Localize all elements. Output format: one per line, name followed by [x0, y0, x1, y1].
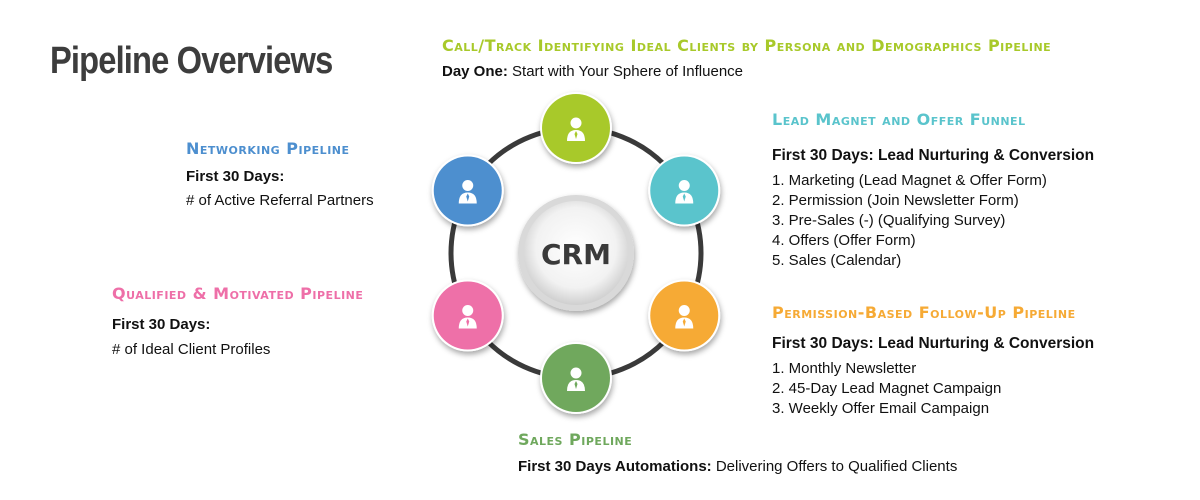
sales-body: Delivering Offers to Qualified Clients — [711, 458, 958, 475]
sales-lead: First 30 Days Automations: — [518, 458, 712, 475]
list-item: 1. Monthly Newsletter — [772, 360, 917, 377]
lead-magnet-subheading: First 30 Days: Lead Nurturing & Conversi… — [772, 147, 1095, 164]
list-item: 3. Weekly Offer Email Campaign — [772, 400, 990, 417]
page-title: Pipeline Overviews — [50, 40, 333, 82]
crm-label: CRM — [541, 238, 611, 271]
permission-heading: Permission-Based Follow-Up Pipeline — [772, 303, 1076, 322]
lead-magnet-list: 1. Marketing (Lead Magnet & Offer Form) … — [772, 171, 1047, 271]
call-track-body: Start with Your Sphere of Influence — [507, 63, 744, 80]
person-icon — [675, 305, 694, 329]
person-icon — [567, 367, 585, 391]
person-icon — [458, 305, 477, 329]
qualified-subheading: First 30 Days: — [112, 316, 211, 333]
person-icon — [567, 117, 585, 141]
permission-list: 1. Monthly Newsletter 2. 45-Day Lead Mag… — [772, 359, 1001, 419]
call-track-text: Day One: Start with Your Sphere of Influ… — [442, 62, 743, 82]
person-icon — [675, 180, 694, 204]
qualified-heading: Qualified & Motivated Pipeline — [112, 284, 364, 303]
list-item: 2. 45-Day Lead Magnet Campaign — [772, 380, 1002, 397]
list-item: 1. Marketing (Lead Magnet & Offer Form) — [772, 172, 1047, 189]
sales-text: First 30 Days Automations: Delivering Of… — [518, 457, 957, 477]
sales-heading: Sales Pipeline — [518, 430, 633, 449]
permission-subheading: First 30 Days: Lead Nurturing & Conversi… — [772, 335, 1095, 352]
qualified-text: # of Ideal Client Profiles — [112, 341, 271, 358]
call-track-heading: Call/Track Identifying Ideal Clients by … — [442, 36, 1052, 55]
networking-text: # of Active Referral Partners — [186, 192, 374, 209]
list-item: 5. Sales (Calendar) — [772, 252, 902, 269]
list-item: 2. Permission (Join Newsletter Form) — [772, 192, 1019, 209]
call-track-lead: Day One: — [442, 63, 508, 80]
networking-subheading: First 30 Days: — [186, 168, 285, 185]
list-item: 3. Pre-Sales (-) (Qualifying Survey) — [772, 212, 1006, 229]
crm-center — [518, 195, 634, 311]
lead-magnet-heading: Lead Magnet and Offer Funnel — [772, 110, 1026, 129]
person-icon — [458, 180, 477, 204]
networking-heading: Networking Pipeline — [186, 139, 350, 158]
list-item: 4. Offers (Offer Form) — [772, 232, 916, 249]
